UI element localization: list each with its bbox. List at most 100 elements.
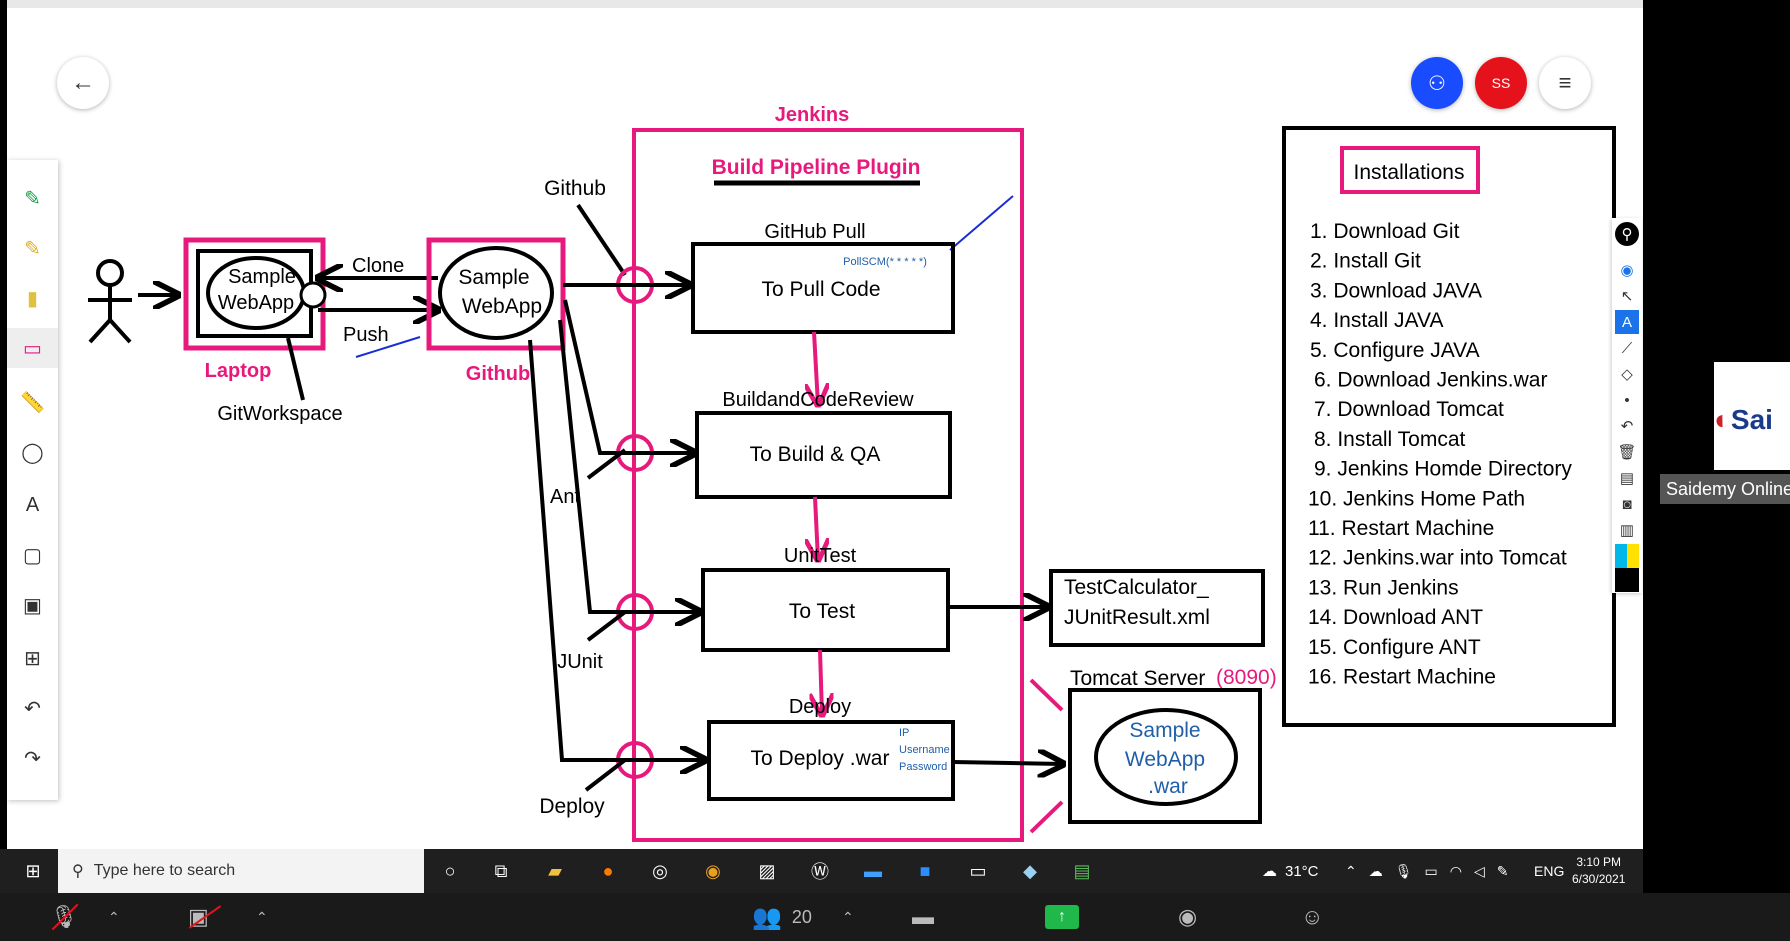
add-user-icon: ⚇ <box>1428 72 1446 95</box>
whiteboard-app-icon[interactable]: Ⓦ <box>811 862 829 882</box>
snip-icon[interactable]: ▨ <box>758 860 776 881</box>
windows-start-icon[interactable]: ⊞ <box>25 860 41 881</box>
tomcat-port: (8090) <box>1216 666 1277 689</box>
pen-mode-icon[interactable]: ⚲ <box>1615 222 1639 246</box>
text-tool[interactable]: A <box>25 493 40 516</box>
app-icon[interactable]: ◎ <box>652 860 668 881</box>
installation-item: 16. Restart Machine <box>1308 666 1496 689</box>
lasso-tool[interactable]: ◯ <box>21 441 44 464</box>
laptop-ellipse-l2: WebApp <box>218 292 294 314</box>
deploy-note-password: Password <box>899 761 947 773</box>
notes-icon[interactable]: ◆ <box>1023 860 1037 881</box>
record-button[interactable]: ◉ <box>1178 903 1197 931</box>
tomcat-l3: .war <box>1148 775 1188 798</box>
highlighter-tool[interactable]: ▮ <box>26 287 38 310</box>
jenkins-frame <box>632 128 1024 842</box>
audio-options-chevron[interactable]: ⌃ <box>108 903 120 931</box>
test-result-l2: JUnitResult.xml <box>1064 606 1210 629</box>
github-ellipse-l2: WebApp <box>462 295 542 318</box>
stage3-box <box>701 568 950 652</box>
arrow-left-icon: ← <box>71 69 95 96</box>
installation-item: 15. Configure ANT <box>1308 636 1481 659</box>
cortana-icon[interactable]: ○ <box>444 860 456 881</box>
terminal-icon[interactable]: ▭ <box>969 860 987 881</box>
sticky-note-tool[interactable]: ▢ <box>23 544 42 567</box>
stage2-box-label: To Build & QA <box>750 443 881 466</box>
chevron-up-icon: ⌃ <box>108 908 120 925</box>
test-result-box <box>1049 569 1265 647</box>
eraser-icon[interactable]: ◇ <box>1621 366 1633 383</box>
installation-item: 4. Install JAVA <box>1310 309 1443 332</box>
github-ellipse-l1: Sample <box>458 266 529 289</box>
share-screen-button[interactable]: ↑ <box>1045 903 1079 931</box>
stage3-box-label: To Test <box>789 600 855 623</box>
participants-chevron[interactable]: ⌃ <box>842 903 854 931</box>
weather-tray[interactable]: ☁ 31°C <box>1262 849 1319 893</box>
chart-app-icon[interactable]: ▤ <box>1073 860 1091 881</box>
color-palette-icon[interactable] <box>1615 544 1639 568</box>
cloud-icon: ☁ <box>1262 863 1277 880</box>
github-ellipse <box>438 246 554 340</box>
file-explorer-icon[interactable]: ▰ <box>548 860 562 881</box>
trash-icon[interactable]: 🗑 <box>1617 444 1637 461</box>
battery-icon: ▭ <box>1424 862 1438 879</box>
right-toolbar: ⚲ ◉ ↖ A ⟋ ◇ • ↶ 🗑 ▤ ◙ ▥ <box>1612 218 1642 593</box>
eraser-tool[interactable]: ▭ <box>7 328 58 368</box>
menu-button[interactable]: ≡ <box>1539 57 1591 109</box>
diagram: Sample WebApp Laptop GitWorkspace Clone … <box>88 104 1616 842</box>
chrome-icon[interactable]: ◉ <box>705 860 721 881</box>
hamburger-icon: ≡ <box>1558 70 1572 95</box>
installations-title: Installations <box>1354 161 1465 184</box>
text-icon[interactable]: A <box>1615 310 1639 334</box>
undo-tool[interactable]: ↶ <box>24 697 41 720</box>
add-tool[interactable]: ⊞ <box>24 647 41 670</box>
chat-icon: ▬ <box>912 904 934 929</box>
yellow-pen-tool[interactable]: ✎ <box>24 237 41 260</box>
language-indicator[interactable]: ENG <box>1534 863 1565 879</box>
windows-taskbar: ⊞ ⚲ Type here to search ○ ⧉ ▰ ● ◎ ◉ ▨ Ⓦ … <box>0 849 1643 893</box>
stage1-box <box>691 242 955 334</box>
deploy-note-username: Username <box>899 744 950 756</box>
clock[interactable]: 3:10 PM 6/30/2021 <box>1572 849 1625 893</box>
undo-icon[interactable]: ↶ <box>1620 418 1634 435</box>
zoom-app-icon[interactable]: ■ <box>919 860 931 881</box>
green-pen-tool[interactable]: ✎ <box>24 187 41 210</box>
installation-item: 5. Configure JAVA <box>1310 339 1480 362</box>
taskbar-search[interactable]: ⚲ Type here to search <box>58 849 424 893</box>
system-tray-icons[interactable]: ⌃ ☁ 🎙 ▭ ◠ ◁ ✎ <box>1345 849 1508 893</box>
task-view-icon[interactable]: ⧉ <box>494 860 508 881</box>
tomcat-l1: Sample <box>1129 719 1200 742</box>
user-avatar[interactable]: SS <box>1475 57 1527 109</box>
camera-icon[interactable]: ◙ <box>1622 495 1632 513</box>
save-icon[interactable]: ▤ <box>1619 470 1635 487</box>
line-icon[interactable]: ⟋ <box>1621 339 1633 357</box>
mute-button[interactable]: 🎙 <box>50 903 79 931</box>
participants-button[interactable]: 👥 20 <box>752 903 812 931</box>
pointer-icon[interactable]: ↖ <box>1620 288 1634 305</box>
image-tool[interactable]: ▣ <box>23 594 42 617</box>
video-button[interactable]: ▣ <box>188 903 222 931</box>
saidemy-logo: ◐Sai <box>1714 404 1773 435</box>
add-participant-button[interactable]: ⚇ <box>1411 57 1463 109</box>
installation-item: 13. Run Jenkins <box>1308 576 1459 599</box>
photos-icon[interactable]: ▬ <box>864 860 882 881</box>
black-color-icon[interactable] <box>1615 568 1639 592</box>
installation-item: 9. Jenkins Homde Directory <box>1314 458 1572 481</box>
chevron-up-icon: ⌃ <box>256 908 268 925</box>
firefox-icon[interactable]: ● <box>602 860 614 881</box>
dot-icon[interactable]: • <box>1624 391 1630 409</box>
chevron-up-icon: ⌃ <box>1345 862 1357 879</box>
back-button[interactable]: ← <box>57 57 109 109</box>
chat-button[interactable]: ▬ <box>912 903 934 931</box>
reaction-icon: ☺ <box>1301 904 1324 929</box>
video-options-chevron[interactable]: ⌃ <box>256 903 268 931</box>
tomcat-l2: WebApp <box>1125 748 1205 771</box>
meeting-controls-bar: 🎙 ⌃ ▣ ⌃ 👥 20 ⌃ ▬ ↑ ◉ ☺ <box>0 893 1790 941</box>
eye-icon[interactable]: ◉ <box>1620 262 1634 279</box>
clipboard-icon[interactable]: ▥ <box>1619 522 1635 539</box>
reactions-button[interactable]: ☺ <box>1301 903 1323 931</box>
ruler-tool[interactable]: 📏 <box>20 391 45 414</box>
redo-tool[interactable]: ↷ <box>24 747 41 770</box>
installation-item: 7. Download Tomcat <box>1314 398 1504 421</box>
